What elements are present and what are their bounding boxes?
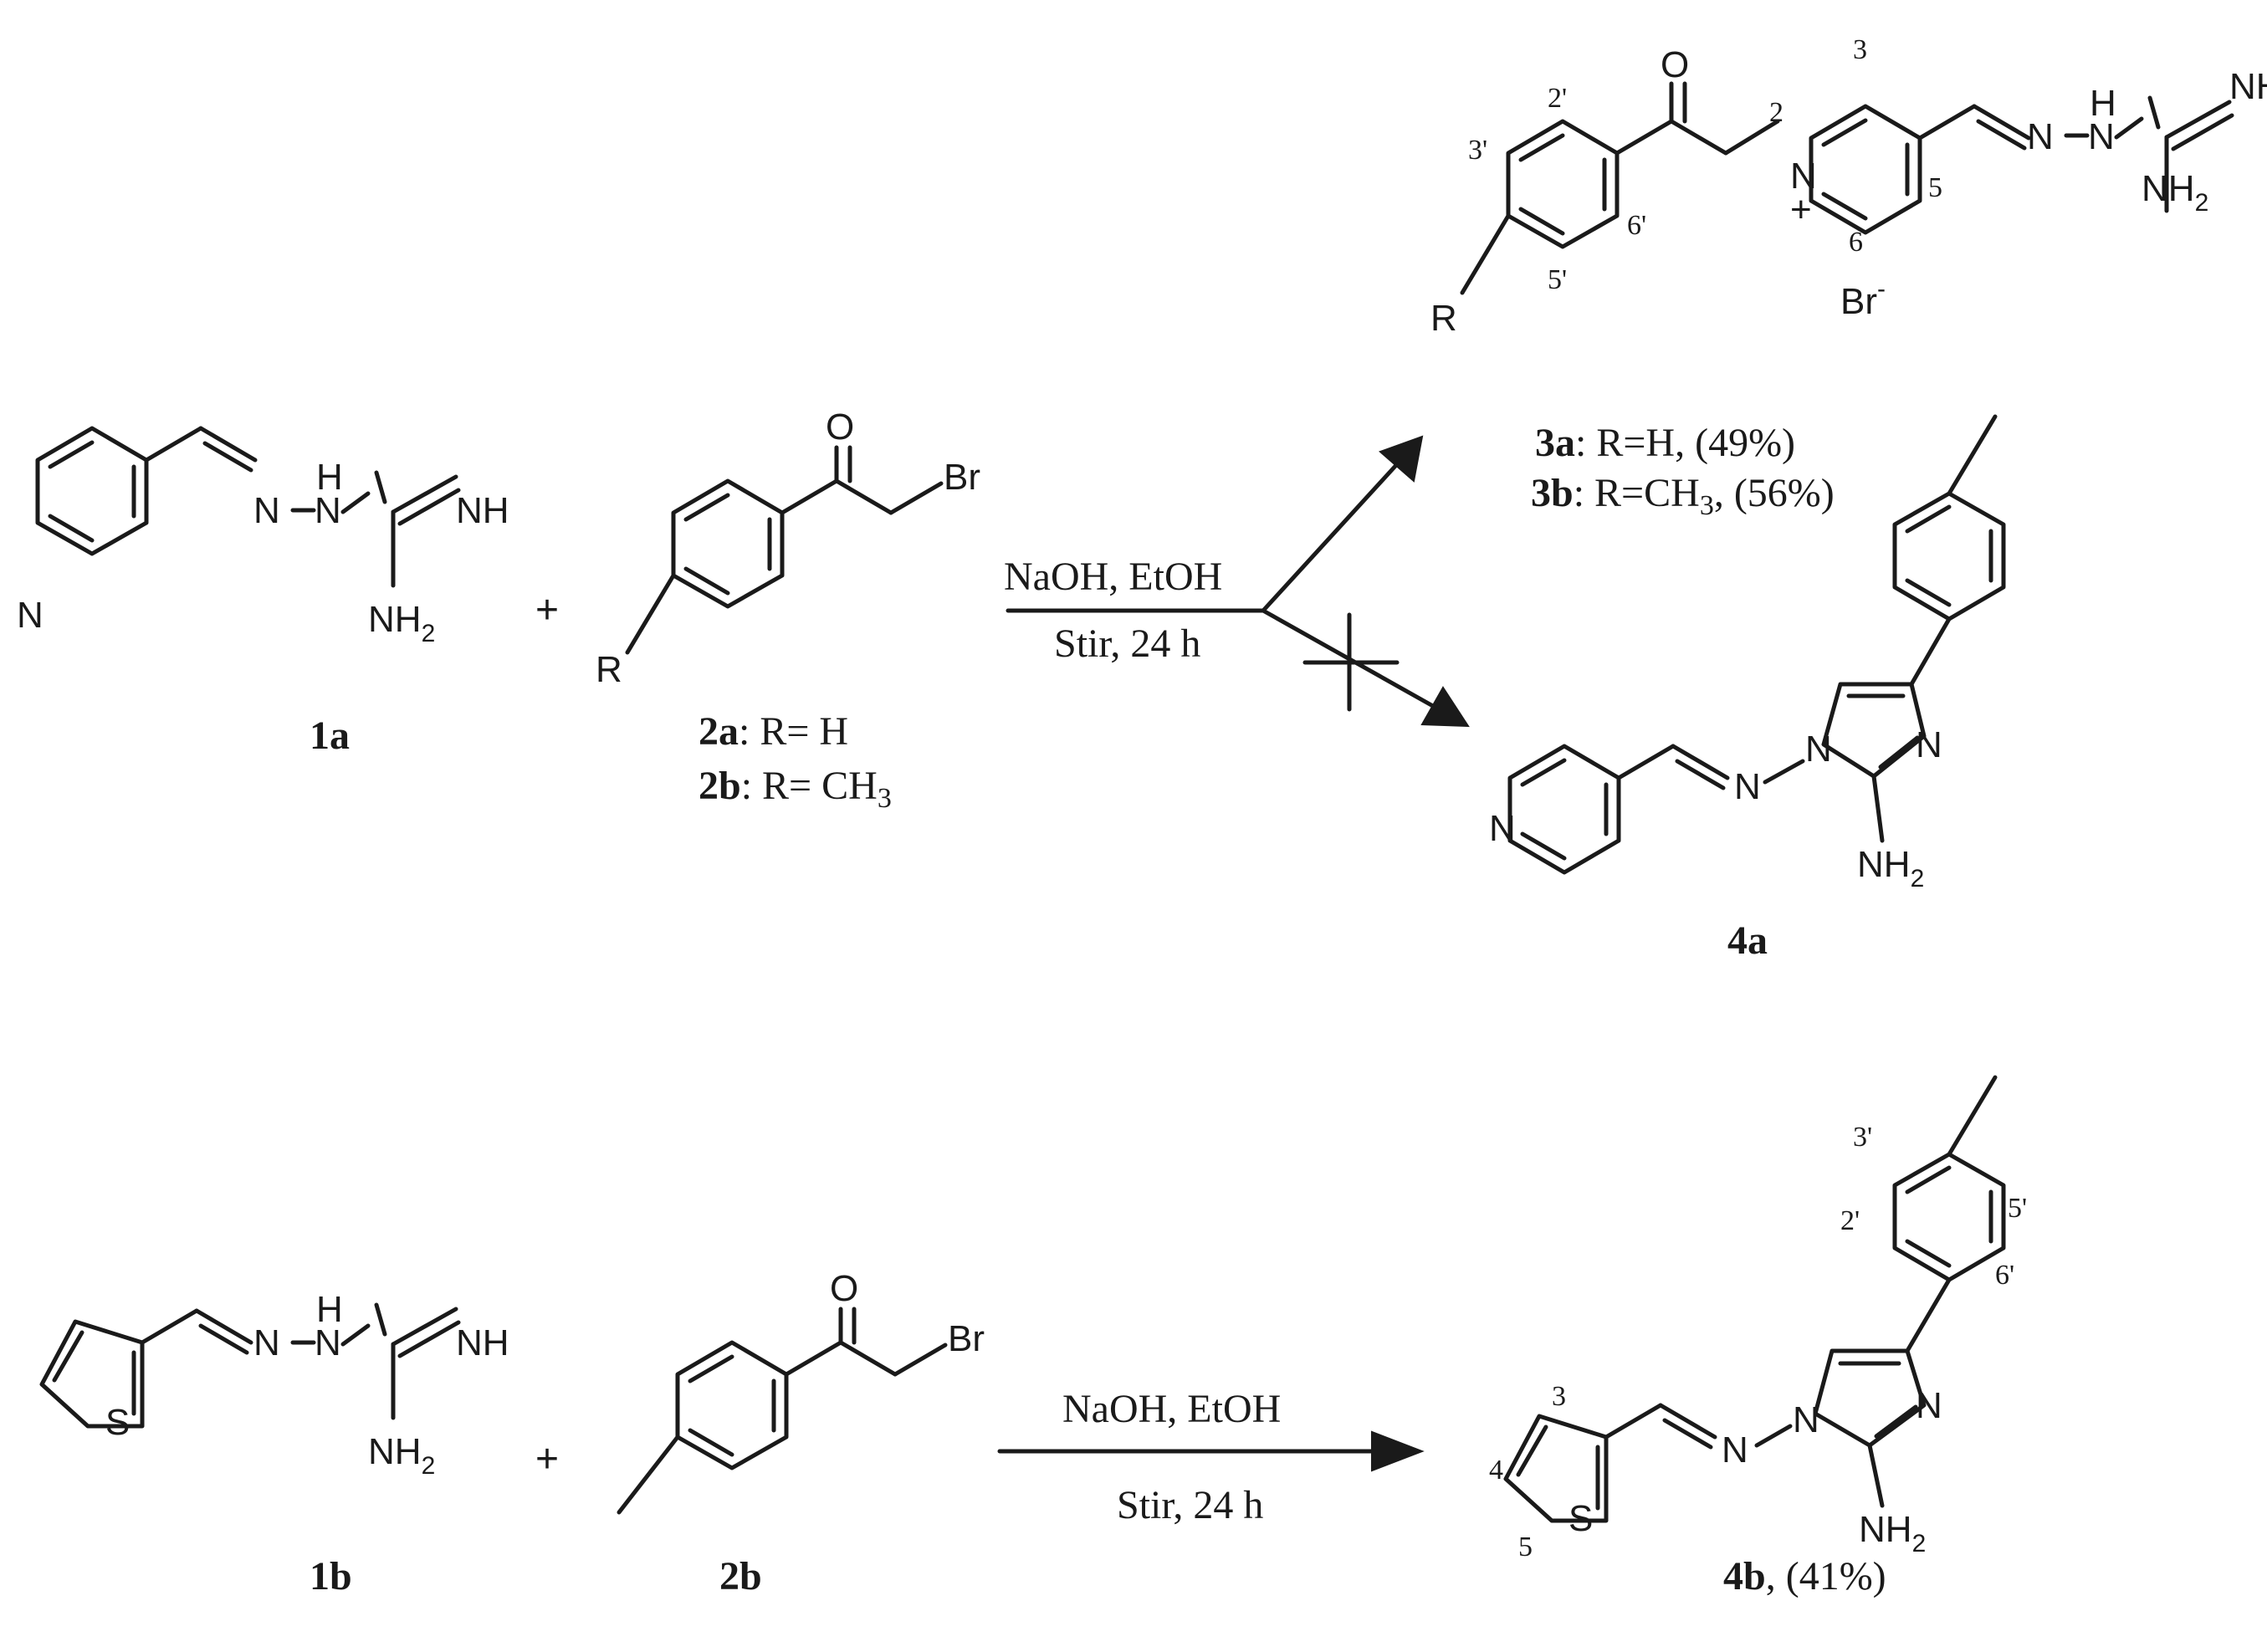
label-1b: 1b [310, 1554, 352, 1598]
pos-4-thiophene: 4 [1489, 1455, 1503, 1486]
conditions-reagents-bottom: NaOH, EtOH [1062, 1387, 1281, 1431]
pyridinium-ring-3 [1809, 104, 1922, 235]
pos-6prime-3: 6' [1627, 210, 1646, 241]
atom-br-2: Br [944, 457, 980, 498]
thiophene-ring-4b [1503, 1414, 1609, 1523]
pos-5prime-3: 5' [1548, 264, 1567, 295]
label-3a: 3a: R=H, (49%) [1535, 421, 1795, 465]
compound-4a-structure: N N N N NH2 [1489, 414, 2006, 892]
tolyl-ring-4a [1892, 491, 2006, 621]
label-4a: 4a [1727, 918, 1768, 963]
atom-h-3: H [2090, 83, 2116, 124]
atom-n-amine-1b: N [315, 1322, 341, 1363]
pos-6-pyridinium: 6 [1849, 227, 1863, 258]
imidazole-ring-4a [1821, 682, 1927, 779]
reaction-arrow-bottom [997, 1430, 1425, 1472]
label-2b-bottom: 2b [719, 1554, 762, 1598]
atom-nh2-1b: NH2 [368, 1431, 435, 1480]
arrowhead-to-4b [1371, 1430, 1425, 1472]
pyridine-ring-4a [1507, 744, 1621, 875]
conditions-time-bottom: Stir, 24 h [1117, 1483, 1263, 1527]
atom-nh-imine-1b: NH [456, 1322, 509, 1363]
atom-nh2-4a: NH2 [1857, 844, 1924, 892]
atom-n-hydrazone-1b: N [253, 1322, 280, 1363]
atom-n-pyridine-4a: N [1489, 808, 1516, 849]
label-3b: 3b: R=CH3, (56%) [1531, 471, 1835, 521]
atom-h-1b: H [316, 1289, 343, 1330]
pyridine-ring-1a [35, 426, 149, 556]
benzene-ring-3 [1506, 119, 1620, 249]
atom-nh2-3: NH2 [2142, 168, 2208, 217]
atom-n-hydrazone-3: N [2027, 116, 2054, 157]
pos-6prime-4b: 6' [1995, 1260, 2014, 1291]
arrowhead-to-3 [1379, 435, 1424, 483]
pos-3-thiophene: 3 [1552, 1381, 1566, 1412]
compound-3-structure: O N + N H N NH NH2 R Br- 2 3 5 6 2' 3' 5… [1430, 34, 2267, 339]
reaction-arrow-top [1006, 435, 1470, 728]
atom-n-hydrazone-4b: N [1722, 1430, 1748, 1470]
compound-1a-structure: N N H N NH NH2 [17, 426, 509, 647]
conditions-time-top: Stir, 24 h [1054, 621, 1200, 666]
atom-nh2-1a: NH2 [368, 599, 435, 647]
pos-2prime-4b: 2' [1840, 1205, 1860, 1236]
atom-h-1a: H [316, 457, 343, 498]
pos-2prime-3: 2' [1548, 83, 1567, 114]
benzene-ring-2b [675, 1340, 789, 1470]
atom-s-1b: S [105, 1402, 130, 1443]
atom-s-4b: S [1568, 1498, 1593, 1539]
conditions-reagents-top: NaOH, EtOH [1004, 555, 1222, 599]
label-2a: 2a: R= H [699, 709, 848, 754]
pos-3prime-3: 3' [1468, 135, 1487, 166]
atom-n1-imidazole-4a: N [1805, 729, 1832, 770]
compound-4b-structure: S N N N NH2 3 4 5 2' 3' 5' 6' [1489, 1075, 2027, 1562]
arrowhead-to-4a [1420, 686, 1470, 728]
label-1a: 1a [310, 713, 350, 758]
compound-2-structure: O Br R [596, 407, 980, 690]
atom-n1-imidazole-4b: N [1793, 1399, 1819, 1440]
atom-o-2: O [826, 407, 854, 448]
atom-n-pyridinium-3: N [1790, 156, 1817, 197]
thiophene-ring-1b [39, 1319, 145, 1429]
plus-sign-bottom: + [535, 1437, 559, 1481]
atom-nh2-4b: NH2 [1859, 1509, 1926, 1557]
atom-charge-plus-3: + [1790, 189, 1812, 230]
plus-sign-top: + [535, 588, 559, 632]
atom-n3-imidazole-4a: N [1916, 724, 1942, 765]
atom-br-2b: Br [948, 1318, 985, 1359]
pos-2-pyridinium: 2 [1769, 97, 1783, 128]
pos-5-thiophene: 5 [1518, 1532, 1533, 1562]
atom-nh-imine-3: NH [2229, 66, 2267, 107]
imidazole-ring-4b [1813, 1348, 1927, 1448]
atom-n-amine-1a: N [315, 490, 341, 531]
atom-n-amine-3: N [2088, 116, 2115, 157]
atom-n-hydrazone-1a: N [253, 490, 280, 531]
label-2b: 2b: R= CH3 [699, 764, 892, 814]
atom-n-hydrazone-4a: N [1734, 766, 1761, 807]
atom-n-1a: N [17, 595, 43, 636]
pos-5prime-4b: 5' [2008, 1193, 2027, 1224]
atom-r-2: R [596, 649, 622, 690]
label-4b: 4b, (41%) [1723, 1554, 1886, 1598]
atom-o-3: O [1661, 44, 1689, 85]
atom-r-3: R [1430, 298, 1457, 339]
atom-n3-imidazole-4b: N [1916, 1385, 1942, 1426]
benzene-ring-2 [671, 478, 785, 609]
pos-5-pyridinium: 5 [1928, 172, 1942, 203]
counterion-br-minus: Br- [1840, 275, 1886, 322]
compound-1b-structure: S N H N NH NH2 [39, 1289, 509, 1480]
pos-3-pyridinium: 3 [1853, 34, 1867, 65]
atom-nh-imine-1a: NH [456, 490, 509, 531]
atom-o-2b: O [830, 1268, 858, 1309]
pos-3prime-4b: 3' [1853, 1122, 1872, 1153]
compound-2b-structure: O Br [617, 1268, 985, 1515]
tolyl-ring-4b [1892, 1152, 2006, 1282]
